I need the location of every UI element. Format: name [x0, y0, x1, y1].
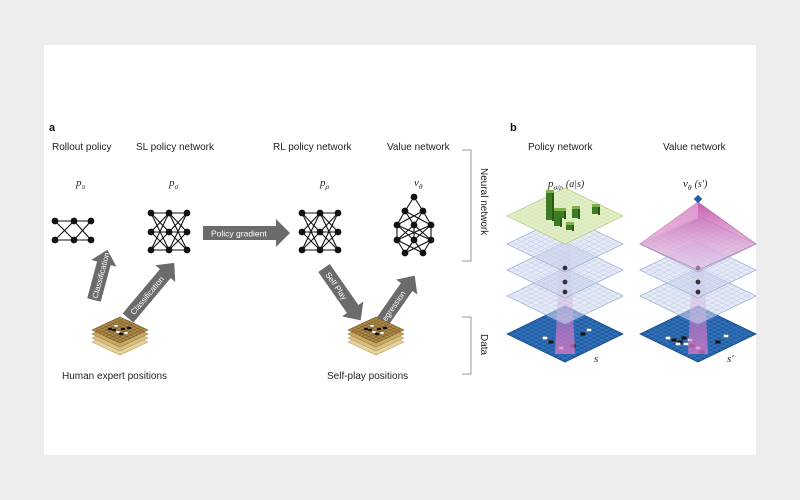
network-node: [147, 228, 155, 236]
network-node: [401, 249, 409, 257]
selfplay-board-stack: [347, 316, 405, 356]
network-node: [147, 209, 155, 217]
network-node: [147, 246, 155, 254]
policy-formula: pσ/ρ(a|s): [547, 178, 585, 192]
network-node: [298, 209, 306, 217]
network-node: [316, 209, 324, 217]
policy-gradient-label: Policy gradient: [211, 229, 267, 239]
network-node: [51, 217, 59, 225]
network-node: [334, 228, 342, 236]
panel-a-label: a: [49, 122, 56, 134]
network-node: [427, 236, 435, 244]
value-symbol: vθ: [414, 177, 423, 191]
rl-symbol: pρ: [319, 177, 330, 191]
network-node: [393, 221, 401, 229]
network-node: [70, 217, 78, 225]
rollout-network-icon: [51, 217, 95, 244]
network-node: [165, 228, 173, 236]
network-node: [316, 246, 324, 254]
classification-arrow-left: Classification: [87, 249, 117, 302]
network-node: [334, 209, 342, 217]
classification-arrow-right: Classification: [122, 262, 176, 323]
network-node: [183, 209, 191, 217]
value-formula: vθ(s′): [683, 178, 708, 192]
neural-network-bracket: [462, 149, 472, 262]
network-node: [165, 209, 173, 217]
network-node: [70, 236, 78, 244]
network-node: [165, 246, 173, 254]
network-node: [410, 221, 418, 229]
network-node: [393, 236, 401, 244]
state-label-s-prime: s′: [727, 353, 734, 365]
selfplay-caption: Self-play positions: [327, 371, 408, 382]
classification-label-right: Classification: [129, 275, 166, 317]
network-node: [316, 228, 324, 236]
policy-gradient-arrow: Policy gradient: [203, 219, 290, 247]
self-play-arrow: Self Play: [318, 263, 364, 321]
network-node: [298, 246, 306, 254]
data-bracket: [462, 316, 472, 375]
network-node: [410, 193, 418, 201]
rl-policy-title: RL policy network: [273, 142, 353, 153]
network-node: [419, 207, 427, 215]
value-network-title-b: Value network: [663, 142, 727, 153]
policy-network-stack: [506, 187, 624, 363]
panel-b-label: b: [510, 122, 517, 134]
network-node: [51, 236, 59, 244]
network-node: [87, 236, 95, 244]
network-node: [410, 236, 418, 244]
human-board-stack: [91, 316, 149, 356]
network-node: [334, 246, 342, 254]
network-node: [87, 217, 95, 225]
policy-network-title: Policy network: [528, 142, 593, 153]
network-node: [427, 221, 435, 229]
human-expert-caption: Human expert positions: [62, 371, 167, 382]
neural-network-side-label: Neural network: [478, 168, 489, 236]
rollout-symbol: pπ: [75, 177, 86, 191]
rl-network-icon: [298, 209, 342, 254]
value-network-icon: [393, 193, 435, 257]
state-label-s: s: [594, 353, 598, 365]
rollout-policy-title: Rollout policy: [52, 142, 111, 153]
network-node: [183, 228, 191, 236]
value-network-stack: [639, 194, 757, 363]
network-node: [298, 228, 306, 236]
network-node: [183, 246, 191, 254]
network-node: [419, 249, 427, 257]
network-node: [401, 207, 409, 215]
sl-policy-title: SL policy network: [136, 142, 215, 153]
sl-network-icon: [147, 209, 191, 254]
value-network-title: Value network: [387, 142, 451, 153]
data-side-label: Data: [478, 334, 489, 356]
sl-symbol: pσ: [168, 177, 179, 191]
